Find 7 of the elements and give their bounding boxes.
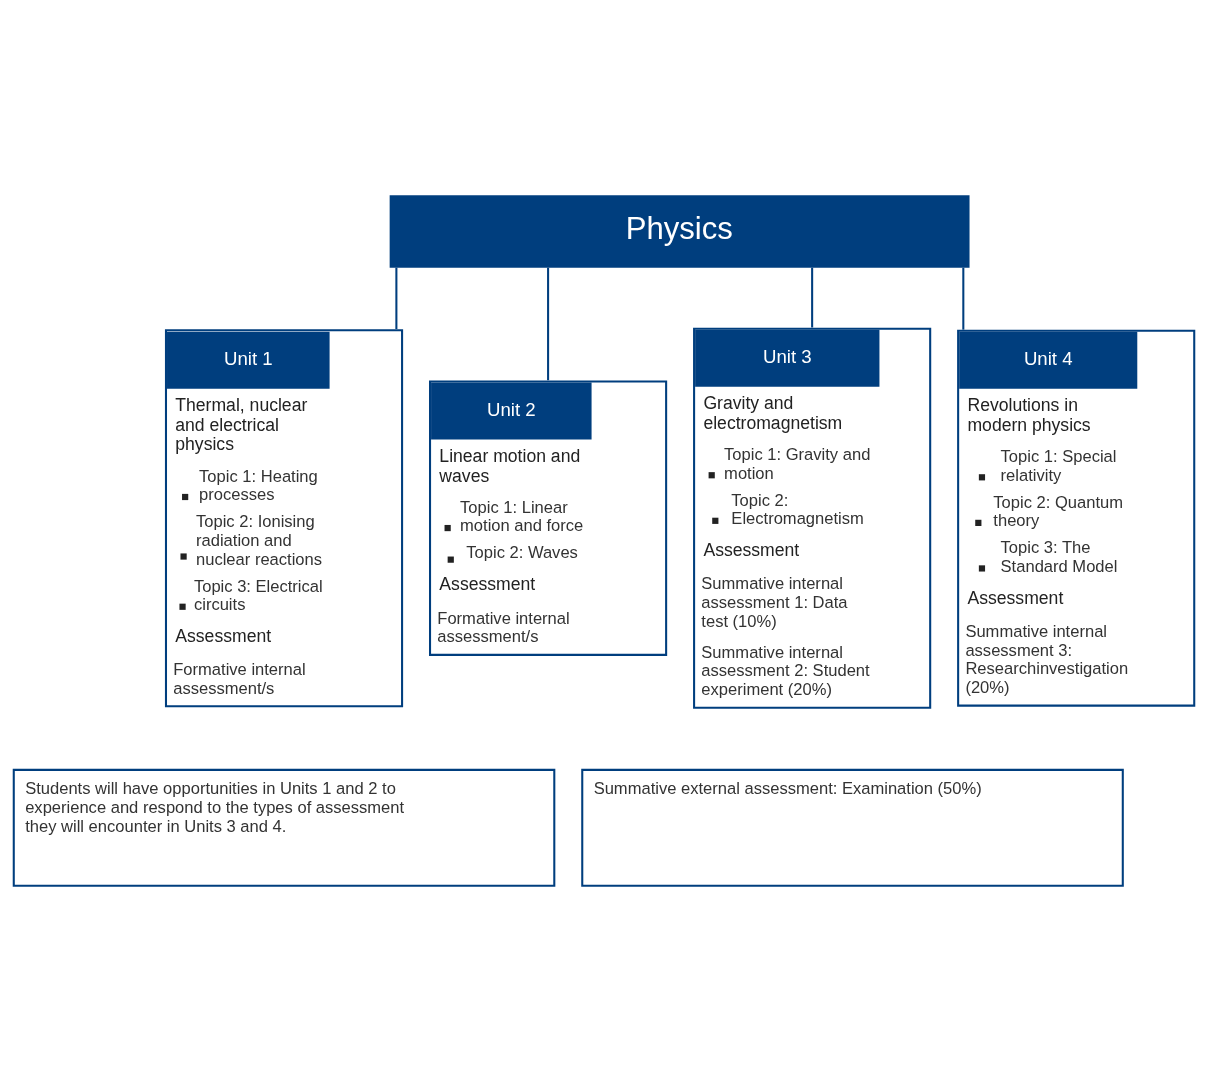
node-box: Summative external assessment: Examination (50%): [581, 768, 1124, 887]
node-box: Physics: [389, 194, 970, 268]
connector: [811, 267, 814, 327]
connector: [962, 267, 965, 330]
connector: [547, 267, 550, 380]
connector: [395, 267, 398, 329]
node-box: Students will have opportunities in Units 1 and 2 to experience and respond to the types of assessment they will encounter in Units 3 and 4.: [12, 768, 556, 887]
